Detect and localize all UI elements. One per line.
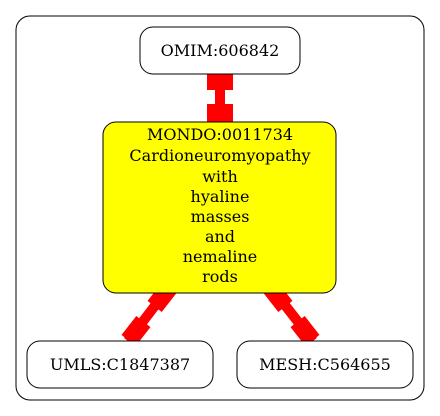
node-mondo-box — [102, 121, 337, 294]
node-umls-box — [26, 340, 214, 389]
node-mesh-box — [236, 340, 414, 389]
node-omim-box — [139, 26, 301, 75]
node-umls-label: UMLS:C1847387 — [50, 355, 190, 374]
node-mondo-line-2: with — [202, 167, 238, 186]
node-omim[interactable]: OMIM:606842 — [139, 26, 301, 75]
node-mondo-line-3: hyaline — [191, 187, 250, 206]
edge-omim-mondo — [207, 70, 233, 124]
node-mondo-line-7: rods — [202, 267, 238, 286]
node-mesh[interactable]: MESH:C564655 — [236, 340, 414, 389]
node-mesh-label: MESH:C564655 — [259, 355, 391, 374]
node-mondo-line-0: MONDO:0011734 — [147, 125, 293, 144]
node-mondo[interactable]: MONDO:0011734 Cardioneuromyopathy with h… — [102, 121, 337, 294]
node-umls[interactable]: UMLS:C1847387 — [26, 340, 214, 389]
node-mondo-line-1: Cardioneuromyopathy — [129, 146, 310, 165]
node-omim-label: OMIM:606842 — [161, 41, 280, 60]
node-mondo-line-6: nemaline — [183, 247, 258, 266]
node-mondo-line-4: masses — [191, 207, 250, 226]
node-mondo-line-5: and — [205, 227, 235, 246]
